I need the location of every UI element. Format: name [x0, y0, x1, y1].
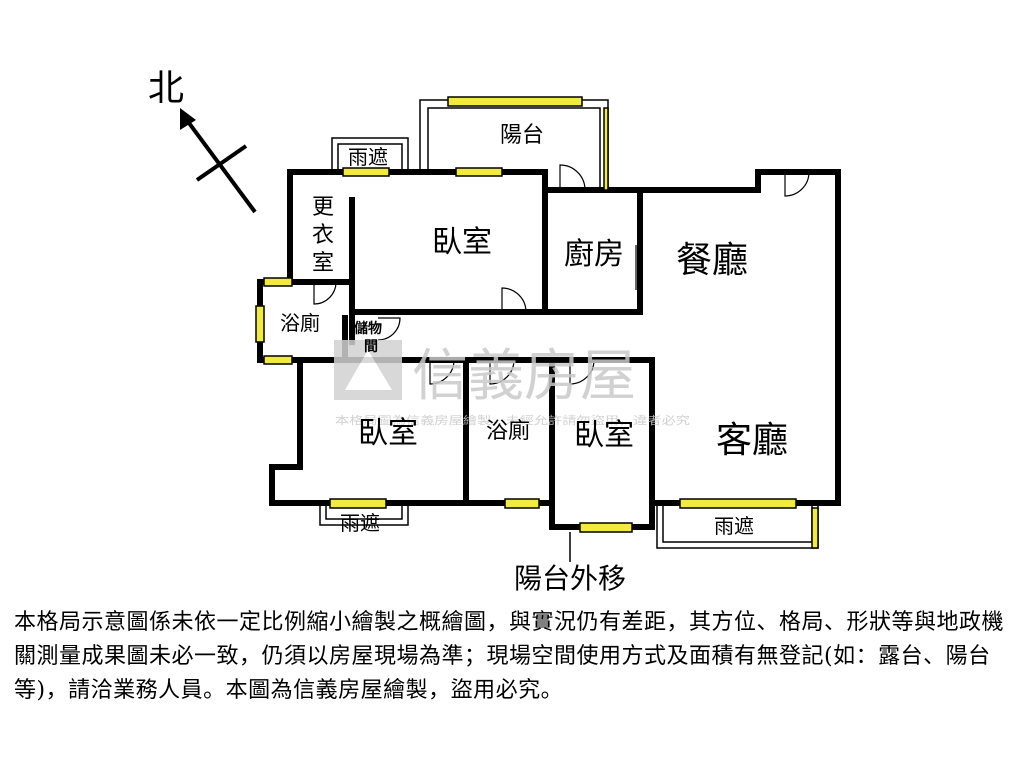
window-balcony-edge [603, 107, 609, 191]
door-mid-bath [489, 359, 515, 385]
label-bath-left: 浴廁 [280, 311, 320, 335]
door-entrance [784, 171, 810, 197]
label-canopy-right: 雨遮 [714, 514, 754, 538]
watermark-notice: 本格局圖為信義房屋繪製，未經允許請勿盜用，違者必究 [335, 413, 690, 427]
label-storage-2: 間 [364, 339, 378, 355]
window-bath-top [263, 277, 293, 287]
window-mid-bath [504, 498, 540, 509]
room-labels: 陽台 雨遮 更 衣 室 臥室 廚房 餐廳 浴廁 儲物 間 臥室 浴廁 臥室 客廳… [280, 123, 788, 595]
label-living: 客廳 [716, 420, 788, 461]
label-storage-1: 儲物 [353, 320, 382, 337]
window-master-top [455, 167, 503, 177]
compass-north-label: 北 [148, 68, 184, 109]
label-dressing-2: 衣 [312, 223, 334, 248]
window-top-balcony [447, 96, 583, 107]
watermark-logo-mark-icon [345, 350, 392, 390]
label-small-bedroom: 臥室 [574, 418, 634, 453]
window-small-bedroom [579, 522, 633, 533]
window-canopy-top [342, 167, 390, 177]
door-kitchen-balcony [559, 164, 586, 191]
label-mid-bath: 浴廁 [486, 419, 530, 444]
label-balcony-top: 陽台 [500, 123, 544, 148]
label-dining: 餐廳 [676, 240, 748, 281]
label-master-bedroom: 臥室 [432, 225, 492, 260]
north-arrowhead-icon [180, 108, 196, 130]
window-living [679, 498, 797, 509]
compass: 北 [148, 68, 257, 214]
wall-dining-living [637, 169, 841, 506]
window-canopy-right-edge [811, 507, 819, 549]
label-dressing-3: 室 [312, 251, 334, 276]
windows [255, 96, 819, 549]
top-balcony-inner [427, 107, 601, 190]
label-kitchen: 廚房 [564, 237, 624, 272]
label-balcony-moved: 陽台外移 [514, 562, 626, 595]
disclaimer-text: 本格局示意圖係未依一定比例縮小繪製之概繪圖，與實況仍有差距，其方位、格局、形狀等… [14, 610, 1005, 703]
door-small-bedroom [569, 359, 595, 385]
floor-plan: 北 [148, 68, 841, 595]
door-storage [377, 317, 401, 341]
door-dressing [313, 281, 337, 305]
label-canopy-left: 雨遮 [340, 511, 380, 535]
label-left-bedroom: 臥室 [358, 416, 418, 451]
window-left-bedroom [329, 498, 387, 509]
door-master-bedroom [501, 287, 527, 313]
label-dressing-1: 更 [312, 195, 334, 220]
watermark-brand: 信義房屋 [412, 344, 636, 409]
window-bath-left [255, 305, 265, 343]
doors [313, 164, 810, 385]
label-canopy-top: 雨遮 [348, 145, 388, 169]
door-left-bedroom [429, 359, 455, 385]
watermark: 信義房屋 本格局圖為信義房屋繪製，未經允許請勿盜用，違者必究 [334, 340, 690, 427]
compass-crossbar [195, 144, 248, 182]
window-bath-bottom [263, 355, 293, 365]
